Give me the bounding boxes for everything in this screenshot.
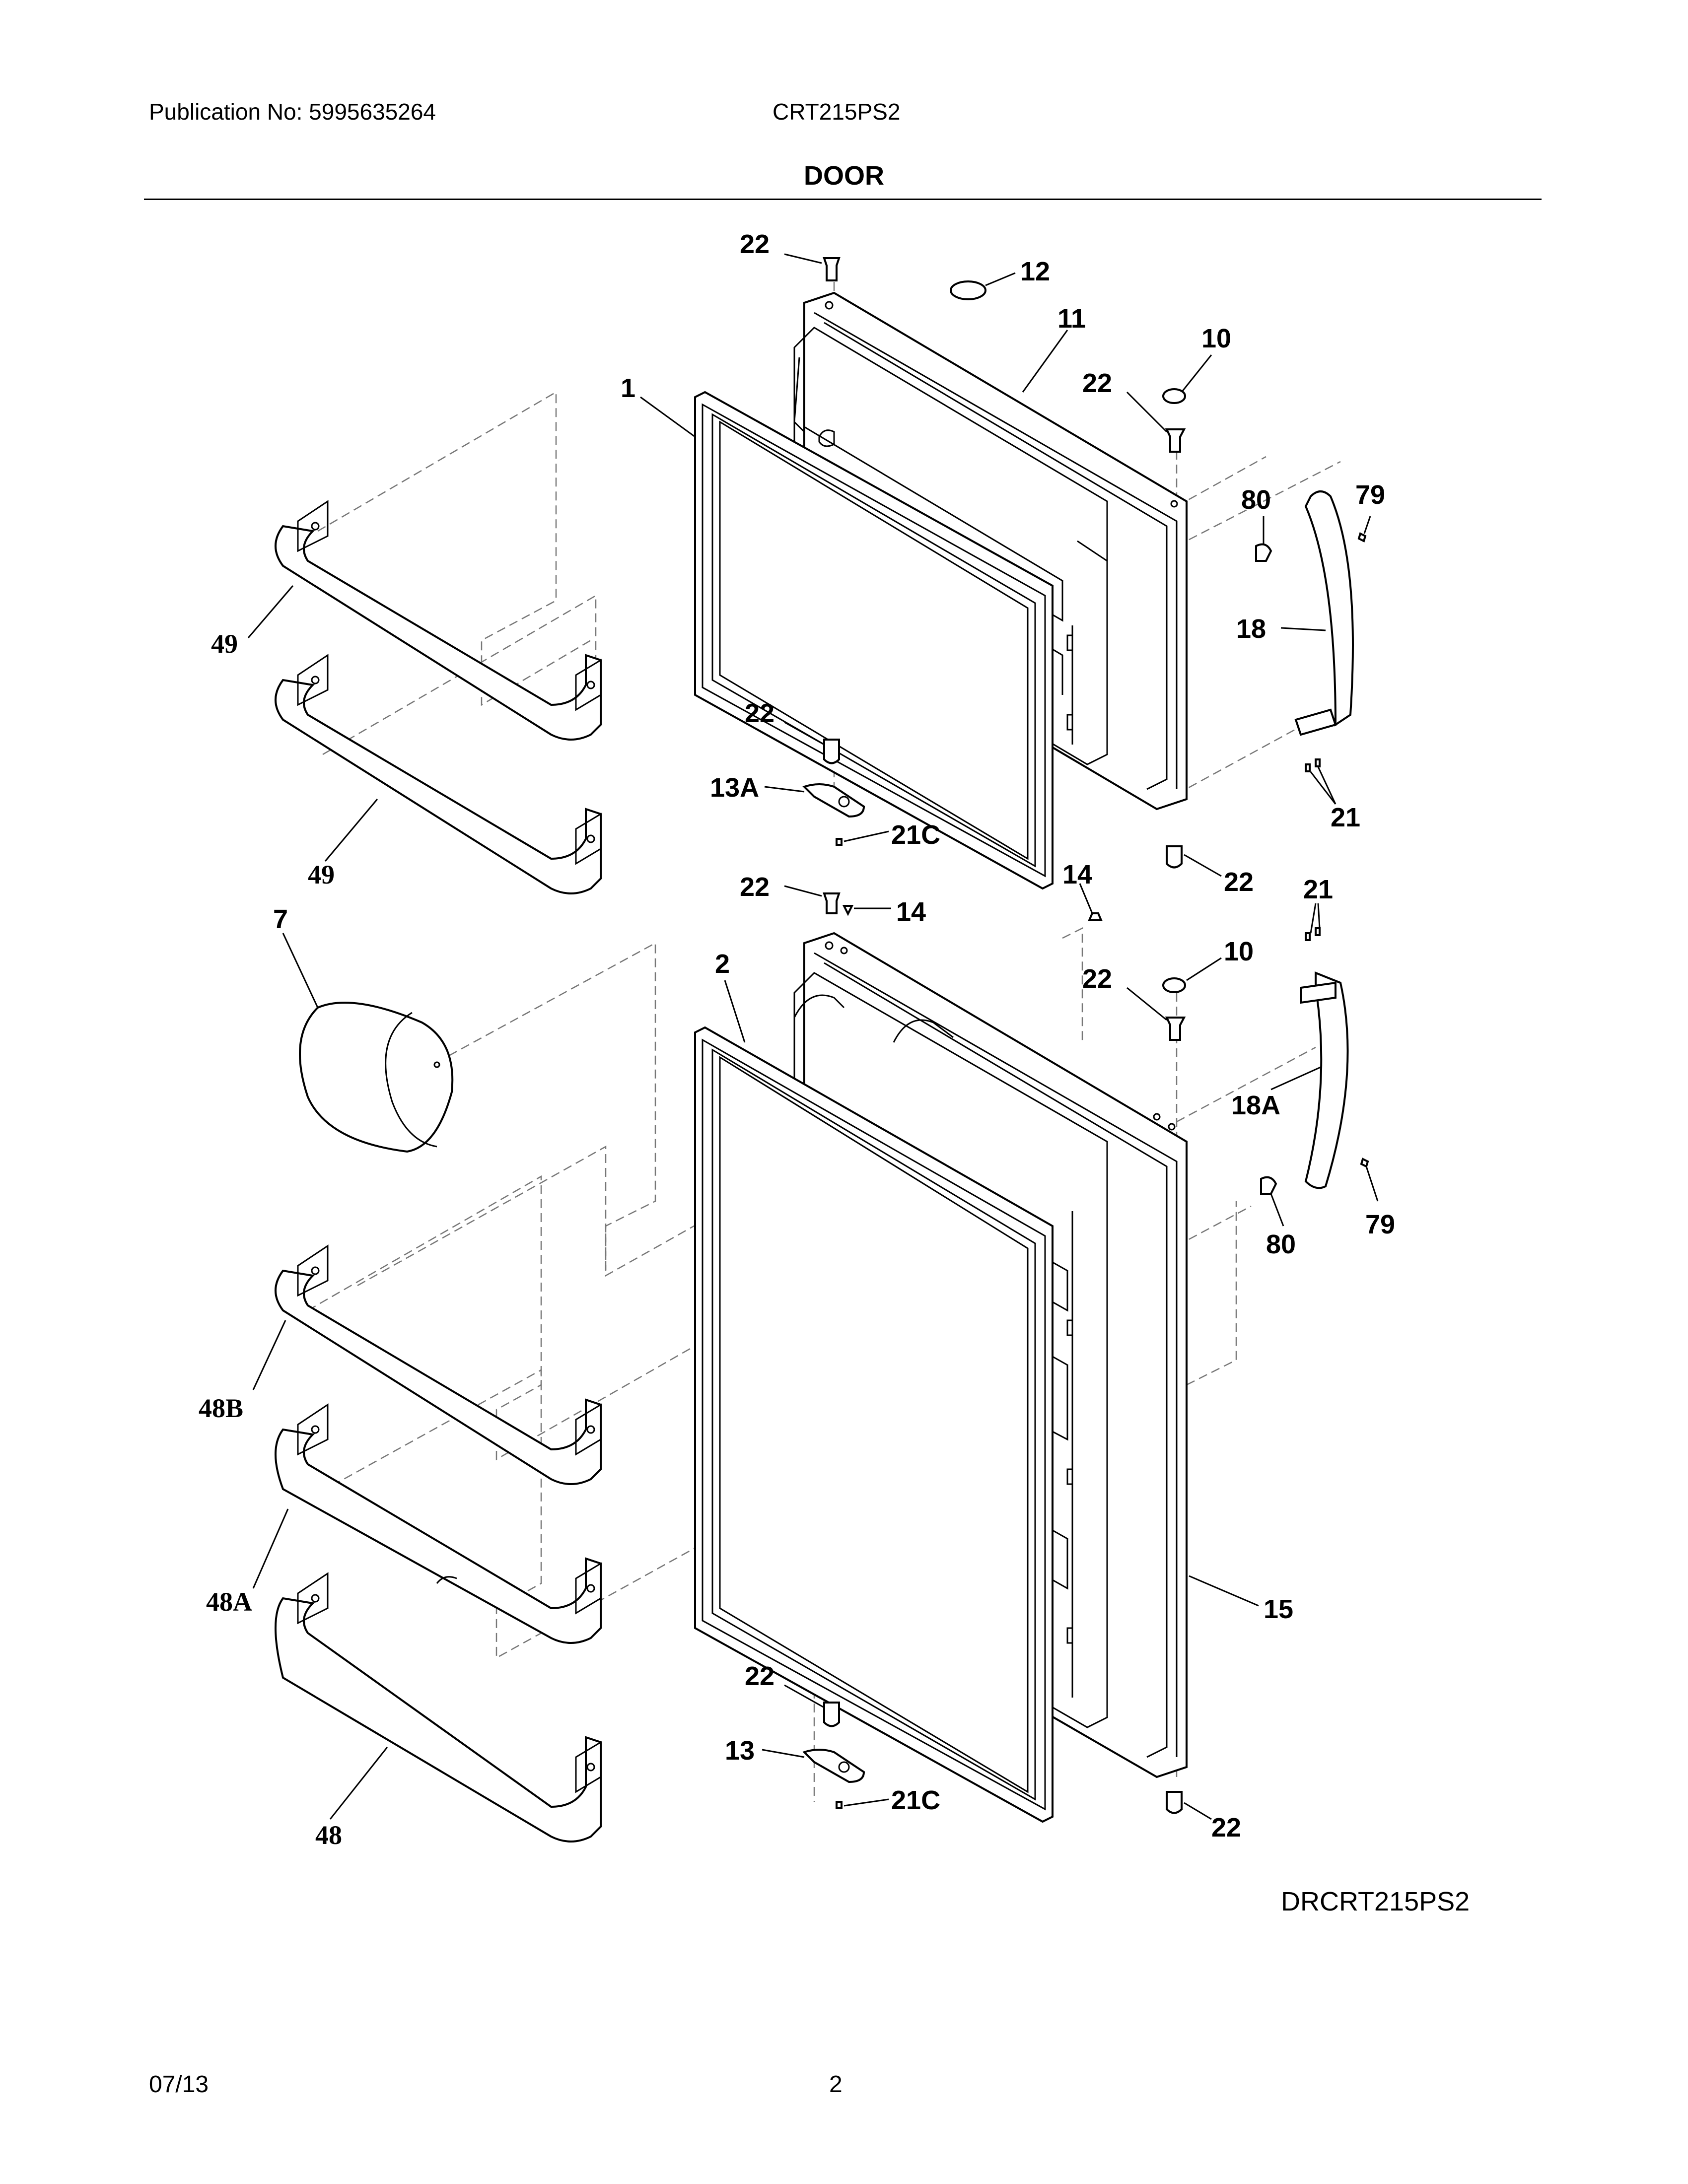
callout-49: 49 <box>211 629 238 659</box>
door-bin-49-upper <box>275 500 602 741</box>
callout-22: 22 <box>745 1661 774 1691</box>
callout-22: 22 <box>1082 368 1112 398</box>
callout-22: 22 <box>745 698 774 728</box>
handle-18 <box>1294 490 1354 736</box>
callout-80: 80 <box>1266 1229 1296 1259</box>
callout-48b: 48B <box>199 1393 243 1423</box>
callout-14: 14 <box>1062 860 1092 889</box>
callout-21: 21 <box>1303 875 1333 904</box>
callout-14: 14 <box>896 897 926 927</box>
callout-22: 22 <box>1211 1813 1241 1843</box>
fresh-food-door-gasket <box>694 1026 1054 1823</box>
door-bin-48 <box>275 1572 602 1843</box>
door-bin-49-lower <box>275 654 602 894</box>
callout-79: 79 <box>1355 480 1385 510</box>
callout-11: 11 <box>1057 304 1086 334</box>
callout-48a: 48A <box>206 1587 252 1617</box>
callout-22: 22 <box>740 229 770 259</box>
leader-lines <box>247 253 1379 1820</box>
callout-13: 13 <box>725 1736 755 1766</box>
diagram-code: DRCRT215PS2 <box>1281 1887 1470 1916</box>
publication-number: Publication No: 5995635264 <box>149 99 436 125</box>
callout-13a: 13A <box>710 773 759 803</box>
door-bin-48b <box>275 1244 602 1485</box>
callout-labels: 22 12 11 10 22 1 80 79 49 18 22 13A 21C … <box>199 229 1395 1850</box>
callout-21c: 21C <box>891 820 940 850</box>
callout-12: 12 <box>1020 257 1050 286</box>
callout-10: 10 <box>1201 324 1231 353</box>
hardware <box>802 257 1369 1814</box>
callout-10: 10 <box>1224 937 1254 966</box>
callout-21c: 21C <box>891 1785 940 1815</box>
page-number: 2 <box>829 2071 843 2098</box>
callout-18: 18 <box>1236 614 1266 644</box>
model-number: CRT215PS2 <box>773 99 901 125</box>
callout-21: 21 <box>1331 803 1360 832</box>
callout-2: 2 <box>715 949 730 979</box>
callout-80: 80 <box>1241 485 1271 515</box>
callout-15: 15 <box>1264 1594 1293 1624</box>
dairy-cover <box>299 1002 454 1153</box>
callout-22: 22 <box>1082 964 1112 994</box>
callout-48: 48 <box>315 1820 342 1850</box>
callout-1: 1 <box>621 373 635 403</box>
callout-22: 22 <box>1224 867 1254 897</box>
callout-49: 49 <box>308 860 335 889</box>
callout-7: 7 <box>273 904 288 934</box>
callout-22: 22 <box>740 872 770 902</box>
section-title: DOOR <box>804 161 884 191</box>
publication-date: 07/13 <box>149 2071 209 2098</box>
handle-18a <box>1300 971 1349 1189</box>
callout-18a: 18A <box>1231 1091 1280 1120</box>
freezer-door-gasket <box>694 391 1054 890</box>
door-bin-48a <box>275 1403 602 1644</box>
header-rule <box>144 199 1542 200</box>
callout-79: 79 <box>1365 1210 1395 1239</box>
